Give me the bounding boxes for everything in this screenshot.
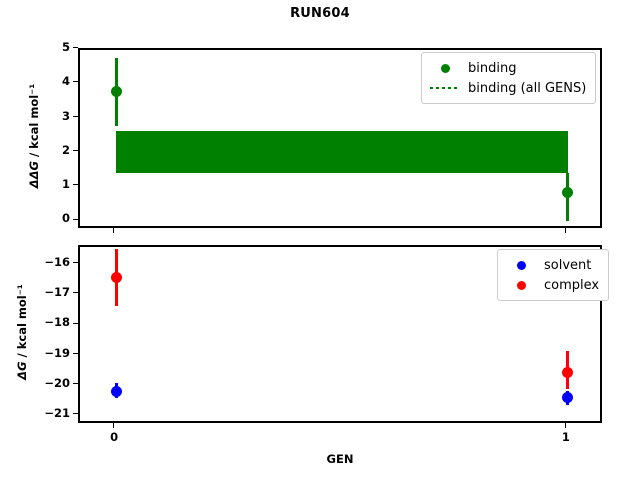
filled-circle-icon: [429, 63, 461, 73]
data-point-marker: [110, 385, 122, 397]
y-tick-mark: [73, 352, 78, 354]
top-y-axis-label: ΔΔG / kcal mol⁻¹: [27, 76, 41, 196]
data-point-marker: [562, 391, 574, 403]
legend-label-solvent: solvent: [544, 257, 592, 273]
y-tick-label: 5: [61, 40, 70, 54]
top-legend[interactable]: binding binding (all GENS): [421, 52, 597, 104]
x-tick-mark: [113, 228, 115, 233]
y-tick-mark: [73, 47, 78, 49]
data-point-marker: [110, 86, 122, 98]
legend-label-complex: complex: [544, 277, 600, 293]
bottom-y-axis-label-unit: / kcal mol⁻¹: [15, 284, 29, 362]
y-tick-mark: [73, 382, 78, 384]
x-tick-label: 1: [561, 430, 570, 444]
y-tick-mark: [73, 322, 78, 324]
dotted-mean-line-all-gens: [116, 151, 568, 154]
bottom-legend[interactable]: solvent complex: [497, 249, 610, 301]
top-y-axis-label-symbol: ΔΔG: [27, 161, 41, 189]
y-tick-mark: [73, 150, 78, 152]
y-tick-label: 3: [61, 108, 70, 123]
legend-label-binding-all-gens: binding (all GENS): [468, 80, 587, 96]
y-tick-mark: [73, 262, 78, 264]
legend-item-binding-all-gens[interactable]: binding (all GENS): [429, 78, 586, 98]
y-tick-mark: [73, 292, 78, 294]
y-tick-label: −18: [44, 315, 70, 330]
legend-label-binding: binding: [468, 60, 517, 76]
y-tick-label: −21: [44, 405, 70, 420]
data-point-marker: [110, 272, 122, 284]
bottom-y-axis-label: ΔG / kcal mol⁻¹: [15, 272, 29, 392]
page-title: RUN604: [290, 6, 350, 21]
x-tick-mark: [565, 228, 567, 233]
y-tick-label: −17: [44, 285, 70, 300]
y-tick-label: −19: [44, 345, 70, 360]
y-tick-mark: [73, 115, 78, 117]
legend-item-binding[interactable]: binding: [429, 58, 586, 78]
x-tick-mark: [565, 423, 567, 428]
y-tick-mark: [73, 218, 78, 220]
y-tick-mark: [73, 184, 78, 186]
x-axis-label: GEN: [326, 452, 354, 466]
y-tick-label: 1: [61, 177, 70, 192]
legend-item-solvent[interactable]: solvent: [505, 255, 599, 275]
y-tick-label: 4: [61, 74, 70, 89]
data-point-marker: [562, 366, 574, 378]
top-y-axis-label-unit: / kcal mol⁻¹: [27, 83, 41, 162]
y-tick-label: −16: [44, 255, 70, 270]
legend-item-complex[interactable]: complex: [505, 275, 599, 295]
data-point-marker: [562, 186, 574, 198]
y-tick-label: −20: [44, 375, 70, 390]
x-tick-label: 0: [110, 430, 119, 444]
y-tick-label: 0: [61, 211, 70, 226]
filled-circle-icon: [505, 280, 537, 290]
dotted-line-icon: [429, 87, 461, 89]
top-plot-area: [80, 50, 600, 226]
bottom-plot-area: [80, 247, 600, 421]
y-tick-mark: [73, 81, 78, 83]
y-tick-mark: [73, 413, 78, 415]
filled-circle-icon: [505, 260, 537, 270]
x-tick-mark: [113, 423, 115, 428]
y-tick-label: 2: [61, 142, 70, 157]
bottom-y-axis-label-symbol: ΔG: [15, 361, 29, 380]
